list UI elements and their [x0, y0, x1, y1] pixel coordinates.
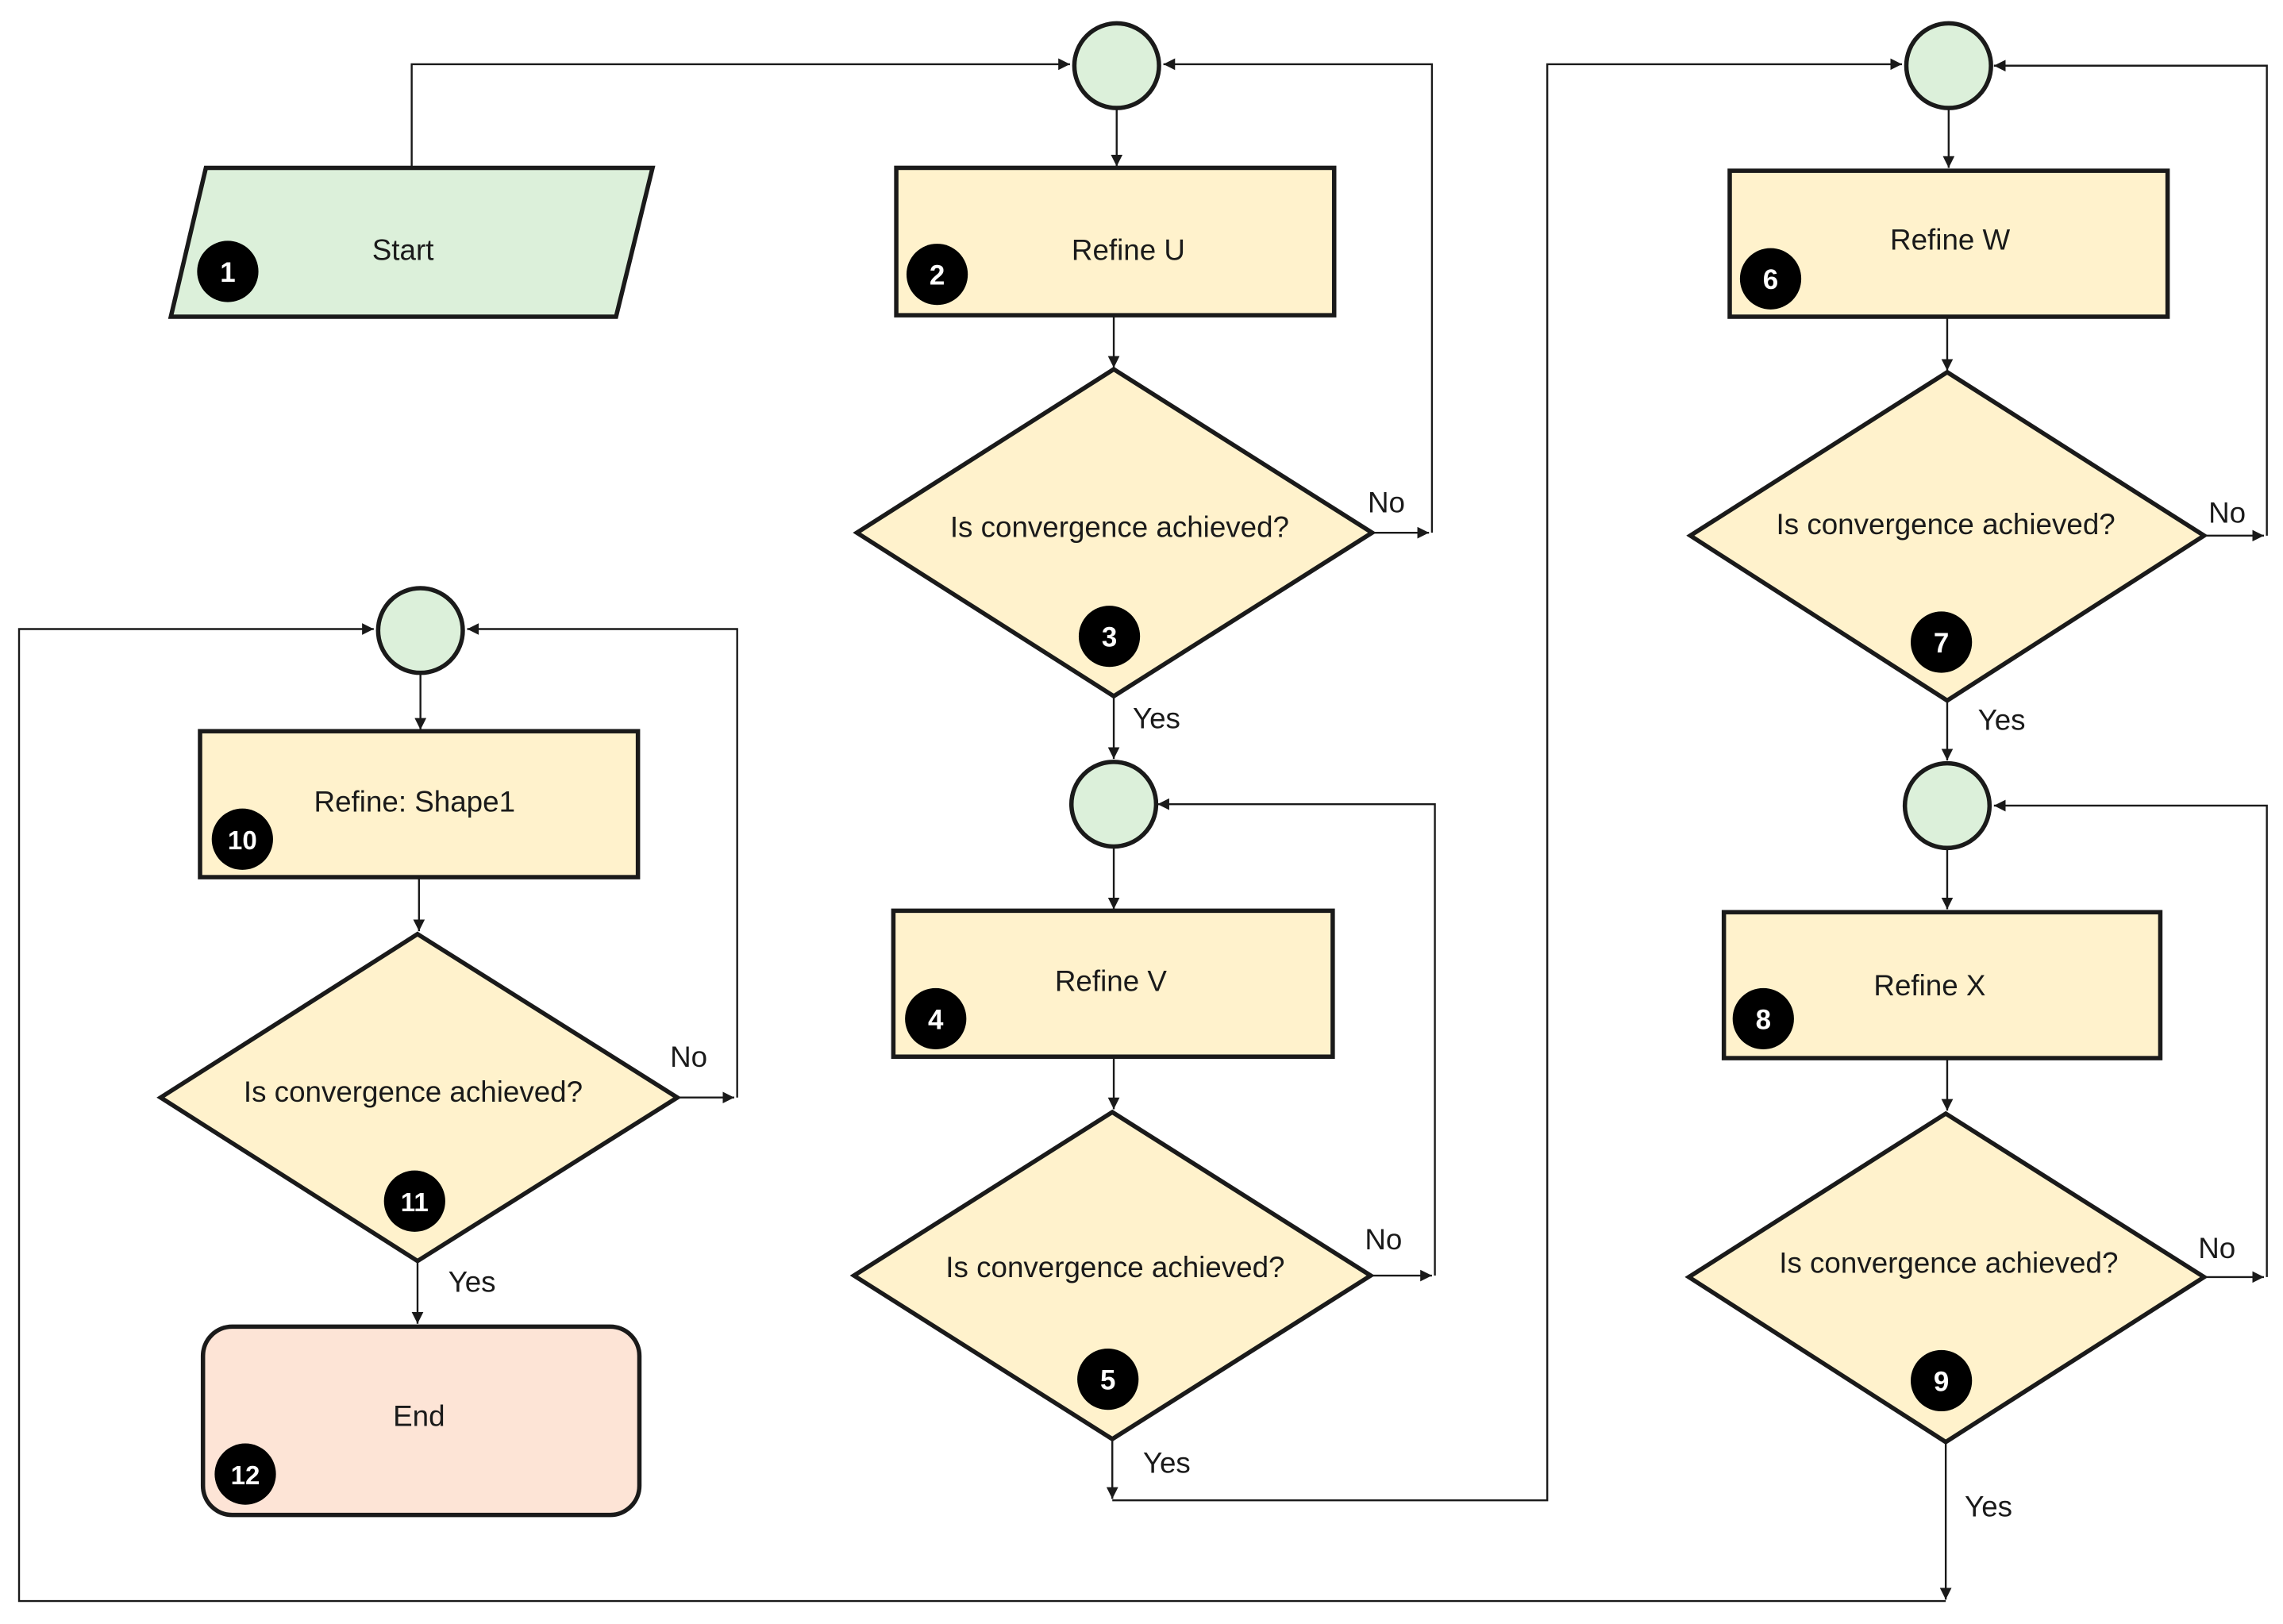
- edges: [17, 58, 2268, 1603]
- edge-check-9-no-loop: [1993, 799, 2268, 1277]
- check-w-yes-label: Yes: [1978, 703, 2026, 736]
- refine-shape-box: [198, 729, 641, 879]
- check-x-yes-label: Yes: [1965, 1490, 2012, 1522]
- refine-shape-badge: [211, 808, 273, 870]
- check-w-no-label: No: [2208, 496, 2246, 529]
- node-refine-x: Refine X 8: [1721, 910, 2163, 1060]
- edge-check-7-no-loop: [1993, 60, 2268, 536]
- node-check-w: Is convergence achieved? 7: [1686, 369, 2208, 703]
- node-check-u: Is convergence achieved? 3: [853, 366, 1376, 699]
- connector-d: [1902, 760, 1992, 851]
- refine-shape-label: Refine: Shape1: [314, 785, 515, 818]
- check-shape-diamond: [156, 931, 682, 1264]
- node-refine-u: Refine U 2: [894, 165, 1337, 317]
- check-shape-badge: [383, 1170, 445, 1232]
- check-w-badge-number: 7: [1934, 628, 1949, 659]
- edge-check-11-no-loop: [467, 623, 738, 1098]
- edge-check-3-no-loop: [1163, 58, 1434, 533]
- start-shape: [167, 165, 656, 319]
- refine-w-box: [1727, 168, 2170, 319]
- refine-u-label: Refine U: [1072, 233, 1185, 266]
- edge-check-5-yes-to-connector-c: [1112, 58, 1902, 1502]
- refine-u-badge-number: 2: [930, 260, 945, 291]
- refine-v-box: [891, 908, 1335, 1060]
- connector-c: [1904, 21, 1993, 110]
- check-shape-question: Is convergence achieved?: [244, 1076, 583, 1108]
- node-refine-w: Refine W 6: [1727, 168, 2170, 319]
- node-refine-v: Refine V 4: [891, 908, 1335, 1060]
- connector-b: [1068, 760, 1159, 849]
- edge-check-9-yes-to-connector-e: [17, 623, 1946, 1603]
- refine-u-badge: [906, 244, 968, 306]
- node-refine-shape: Refine: Shape1 10: [198, 729, 641, 879]
- node-end: End 12: [200, 1324, 642, 1518]
- check-u-no-label: No: [1368, 486, 1405, 518]
- start-badge: [197, 241, 259, 302]
- check-u-badge-number: 3: [1102, 622, 1117, 653]
- refine-v-badge: [905, 987, 967, 1050]
- connector-a: [1072, 21, 1161, 110]
- refine-x-badge: [1732, 987, 1794, 1050]
- refine-w-label: Refine W: [1890, 223, 2010, 256]
- check-x-diamond: [1684, 1110, 2208, 1445]
- refine-x-badge-number: 8: [1756, 1004, 1771, 1035]
- end-badge: [214, 1443, 276, 1505]
- check-v-question: Is convergence achieved?: [945, 1251, 1284, 1283]
- check-v-yes-label: Yes: [1143, 1446, 1191, 1479]
- check-u-question: Is convergence achieved?: [950, 511, 1289, 544]
- refine-x-label: Refine X: [1873, 969, 1985, 1002]
- edge-check-5-no-loop: [1157, 798, 1436, 1276]
- connectors: [375, 21, 1993, 851]
- check-u-yes-label: Yes: [1133, 702, 1180, 735]
- node-check-shape: Is convergence achieved? 11: [156, 931, 682, 1264]
- check-v-diamond: [849, 1109, 1375, 1442]
- check-u-badge: [1078, 606, 1141, 668]
- check-v-badge-number: 5: [1100, 1364, 1115, 1395]
- check-shape-yes-label: Yes: [449, 1265, 496, 1298]
- edge-labels: No Yes No Yes No Yes No Yes No Yes: [449, 486, 2246, 1522]
- edge-start-to-connector-a: [410, 58, 1070, 168]
- refine-w-badge: [1739, 248, 1802, 310]
- check-x-badge: [1911, 1349, 1973, 1412]
- refine-shape-badge-number: 10: [228, 826, 257, 856]
- refine-x-box: [1721, 910, 2163, 1060]
- check-w-diamond: [1686, 369, 2208, 703]
- check-v-badge: [1077, 1348, 1139, 1410]
- refine-v-badge-number: 4: [928, 1004, 944, 1035]
- check-x-badge-number: 9: [1934, 1366, 1949, 1397]
- refine-w-badge-number: 6: [1763, 264, 1778, 295]
- end-label: End: [393, 1399, 445, 1432]
- start-badge-number: 1: [220, 257, 235, 288]
- check-w-badge: [1911, 611, 1973, 673]
- node-check-v: Is convergence achieved? 5: [849, 1109, 1375, 1442]
- end-box: [200, 1324, 642, 1518]
- node-check-x: Is convergence achieved? 9: [1684, 1110, 2208, 1445]
- check-w-question: Is convergence achieved?: [1777, 508, 2116, 541]
- check-shape-no-label: No: [670, 1041, 707, 1073]
- check-v-no-label: No: [1365, 1223, 1402, 1256]
- start-label: Start: [372, 233, 434, 266]
- check-x-no-label: No: [2198, 1232, 2235, 1264]
- end-badge-number: 12: [231, 1461, 260, 1491]
- refine-u-box: [894, 165, 1337, 317]
- check-shape-badge-number: 11: [401, 1188, 429, 1218]
- check-x-question: Is convergence achieved?: [1779, 1246, 2118, 1279]
- refine-v-label: Refine V: [1055, 965, 1167, 998]
- check-u-diamond: [853, 366, 1376, 699]
- node-start: Start 1: [167, 165, 656, 319]
- connector-e: [375, 586, 465, 675]
